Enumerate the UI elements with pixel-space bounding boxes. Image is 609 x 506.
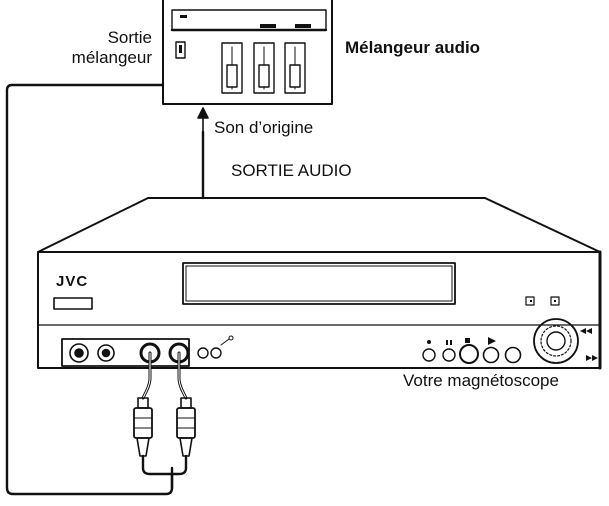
jog-dial-icon bbox=[533, 318, 598, 364]
power-button bbox=[53, 297, 93, 310]
brand-logo: JVC bbox=[56, 273, 89, 290]
rca-plug-icon bbox=[176, 397, 196, 470]
audio-mixer-device bbox=[162, 0, 333, 105]
rca-plug-icon bbox=[133, 397, 153, 470]
audio-mixer-label: Mélangeur audio bbox=[345, 38, 481, 57]
mixer-output-label-line1: Sortie bbox=[107, 28, 152, 47]
original-sound-label: Son d’origine bbox=[214, 118, 314, 137]
mixer-output-label: Sortie mélangeur bbox=[60, 28, 152, 68]
s-video-jack-icon bbox=[69, 343, 89, 363]
mixer-output-label-line2: mélangeur bbox=[71, 48, 152, 67]
your-vcr-label: Votre magnétoscope bbox=[403, 371, 559, 390]
fader-1 bbox=[221, 42, 243, 94]
audio-out-label: SORTIE AUDIO bbox=[231, 161, 352, 180]
vcr-device bbox=[37, 197, 602, 370]
mixer-output-cable bbox=[5, 83, 174, 496]
arrow-up-icon bbox=[197, 107, 209, 136]
fader-2 bbox=[253, 42, 275, 94]
fader-3 bbox=[284, 42, 306, 94]
